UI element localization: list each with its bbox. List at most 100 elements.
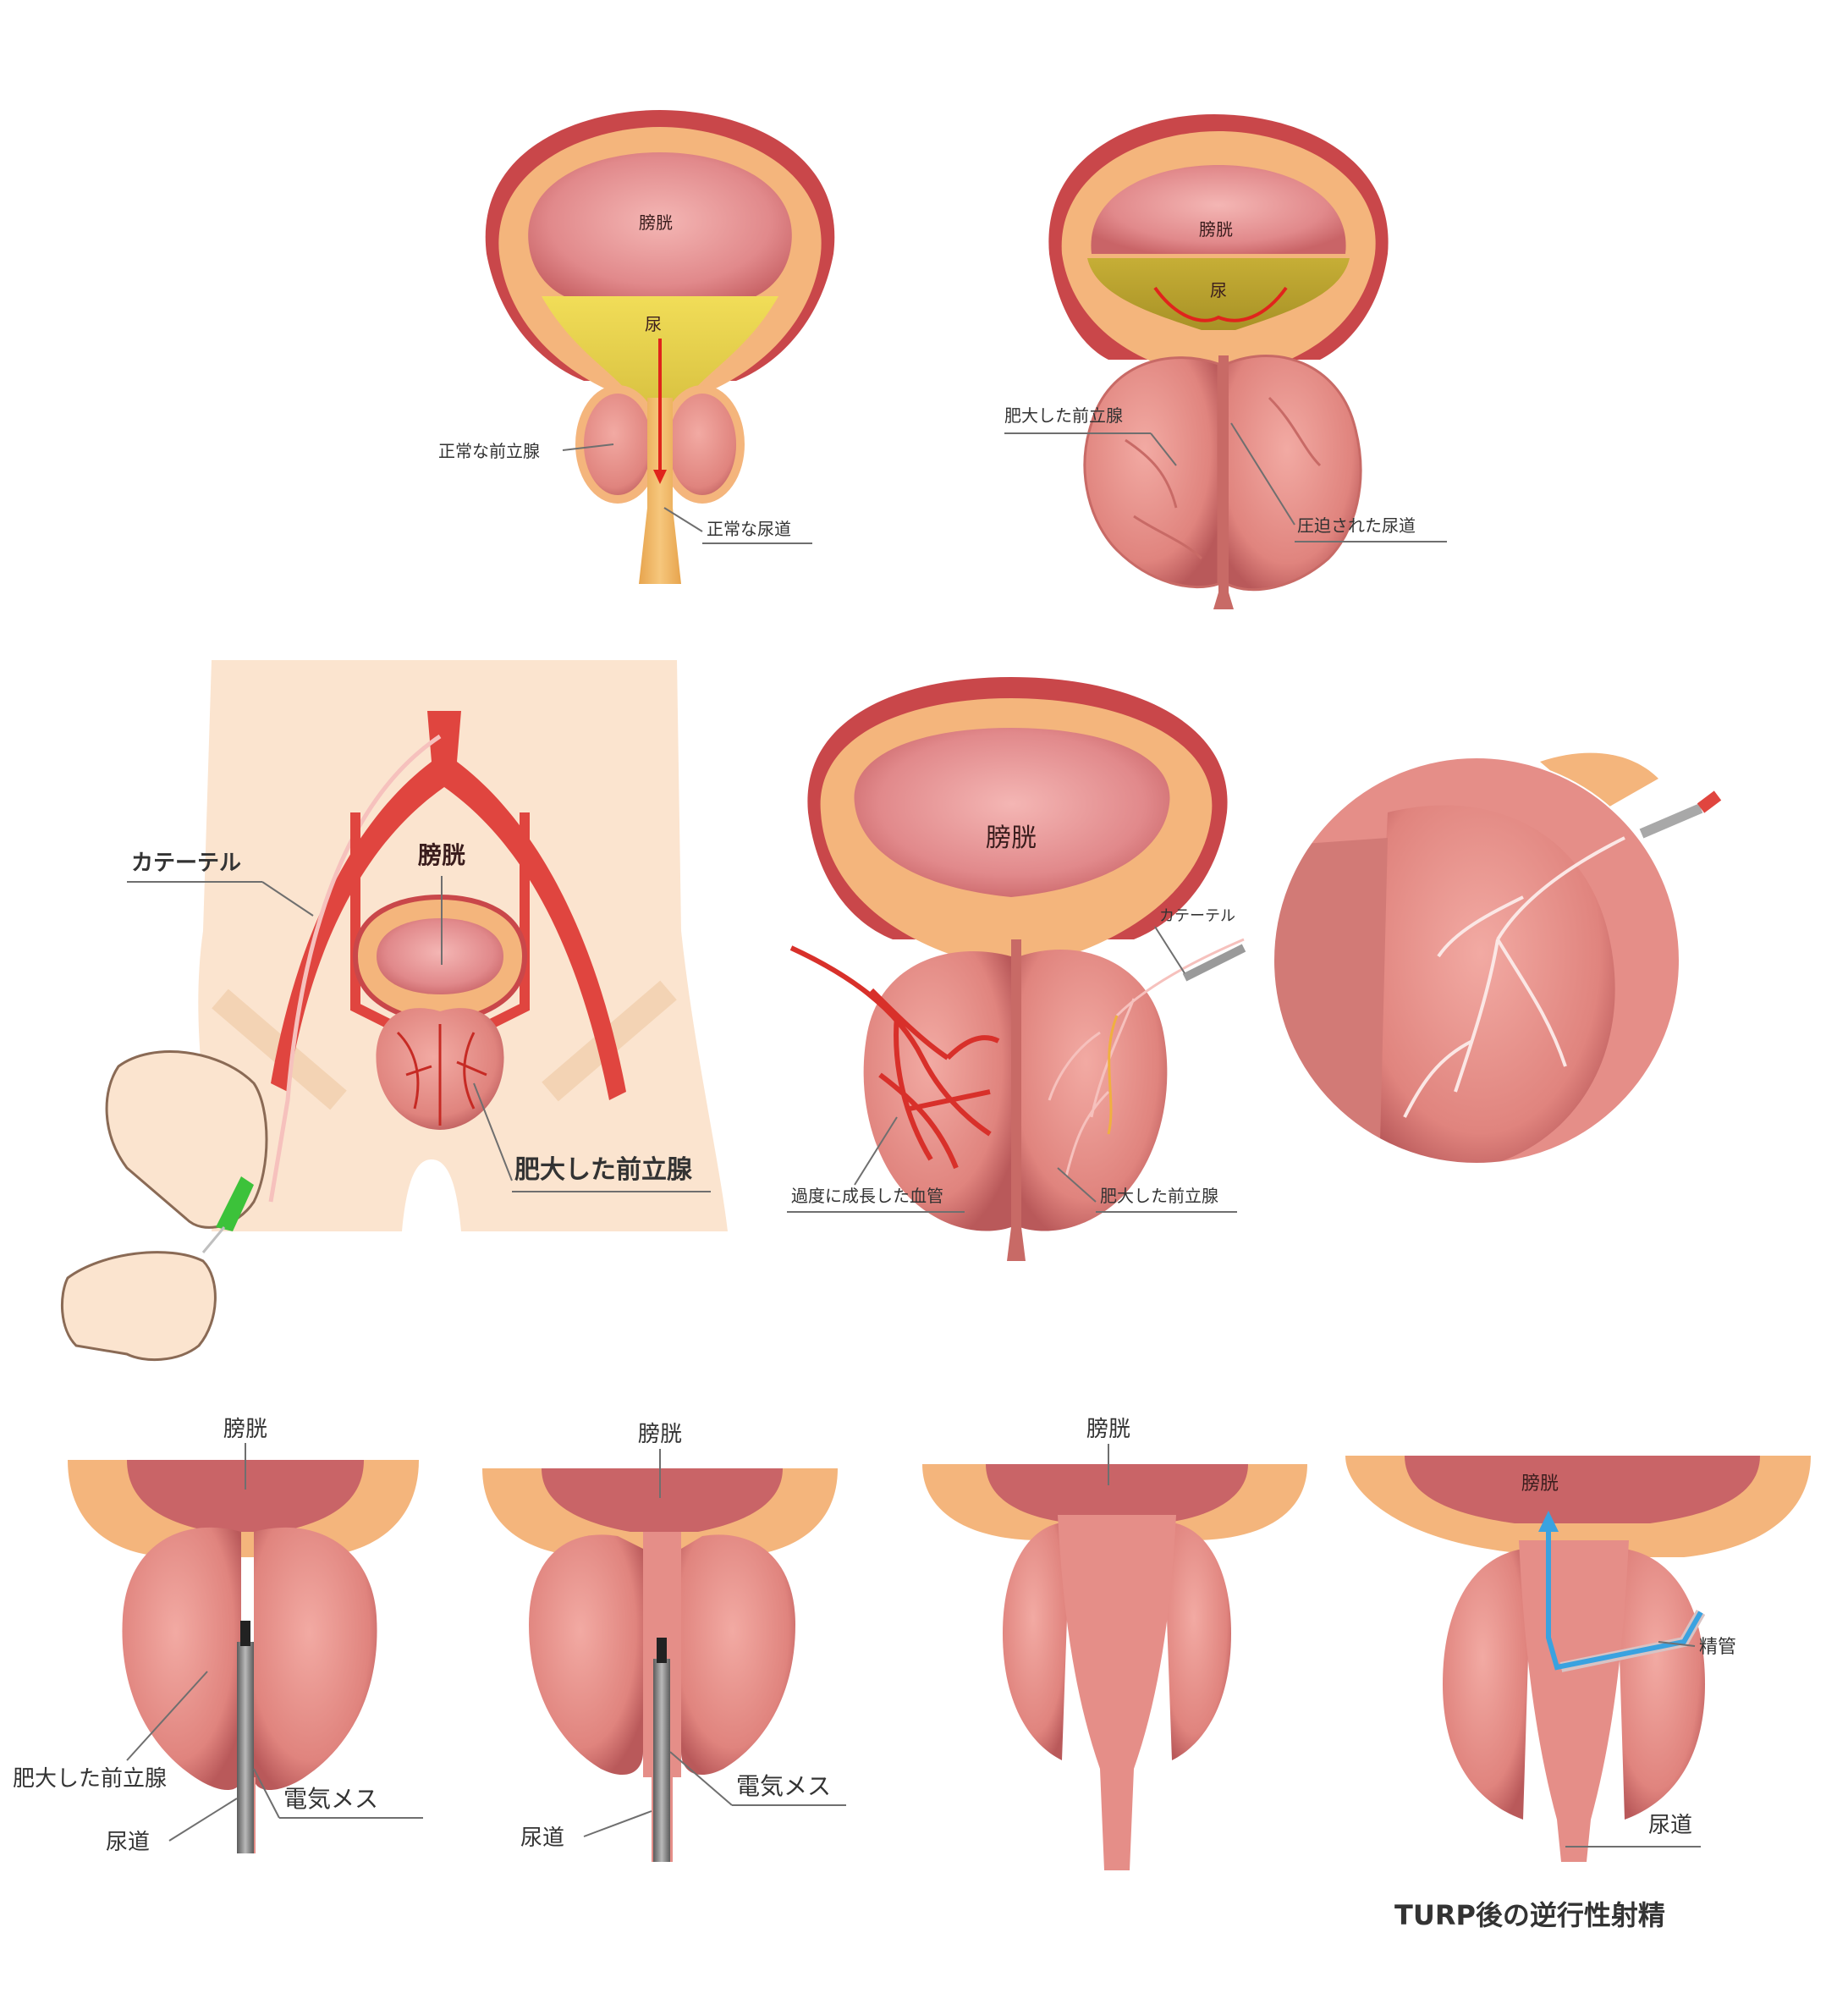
resected-prostate-right: [681, 1534, 795, 1776]
label-bladder: 膀胱: [639, 212, 673, 233]
label-compressed-urethra: 圧迫された尿道: [1297, 515, 1416, 536]
wire: [201, 1226, 226, 1253]
catheter-tube: [1639, 803, 1703, 839]
normal-prostate-left: [575, 385, 660, 504]
leader-enlarged-prostate: [473, 1082, 513, 1181]
prostate-capsule-right: [1163, 1523, 1231, 1760]
embolic-path: [1107, 1015, 1119, 1135]
bladder-lumen: [542, 1468, 783, 1532]
caption-retrograde-ejaculation: TURP後の逆行性射精: [1394, 1899, 1665, 1931]
label-normal-urethra: 正常な尿道: [707, 519, 791, 539]
label-enlarged-prostate: 肥大した前立腺: [1004, 405, 1123, 426]
bladder-lumen: [986, 1464, 1248, 1523]
flow-arrow-head: [653, 470, 667, 484]
bladder-lumen: [528, 152, 792, 305]
widened-channel: [1058, 1515, 1176, 1870]
label-electric-scalpel: 電気メス: [283, 1785, 378, 1813]
leader-electric-scalpel: [669, 1751, 733, 1806]
label-electric-scalpel: 電気メス: [736, 1772, 831, 1800]
leader-electric-scalpel: [253, 1768, 280, 1819]
retrograde-flow-arrow: [1546, 1523, 1703, 1671]
catheter-line: [268, 734, 442, 1203]
panel-turp-step1: 膀胱 肥大した前立腺 尿道 電気メス: [13, 1417, 423, 1855]
bladder-lumen: [1405, 1456, 1760, 1523]
hand-upper: [105, 1050, 268, 1229]
panel-turp-step2: 膀胱 尿道 電気メス: [482, 1422, 846, 1862]
femoral-artery-trunk: [271, 711, 626, 1100]
panel-retrograde-ejaculation: 膀胱 精管 尿道 TURP後の逆行性射精: [1345, 1456, 1811, 1931]
label-urine: 尿: [1210, 280, 1227, 300]
leader-overgrown-vessels: [854, 1116, 898, 1186]
catheter-tip: [1182, 944, 1246, 982]
electric-scalpel-scope: [237, 1642, 254, 1853]
leader-enlarged-prostate: [126, 1671, 208, 1761]
label-urine: 尿: [645, 314, 662, 334]
bladder-lumen: [1091, 165, 1346, 254]
enlarged-prostate-right: [1225, 355, 1362, 592]
prostate-capsule-left: [1443, 1549, 1532, 1820]
label-bladder: 膀胱: [1199, 219, 1233, 240]
label-bladder: 膀胱: [223, 1417, 267, 1442]
prostate-capsule-right: [1616, 1549, 1705, 1820]
urine-swirl-arrow: [1153, 286, 1288, 322]
label-bladder: 膀胱: [986, 823, 1037, 853]
label-normal-prostate: 正常な前立腺: [438, 441, 540, 461]
panel-catheter-body: カテーテル 膀胱 肥大した前立腺: [60, 660, 728, 1362]
label-bladder: 膀胱: [638, 1422, 682, 1447]
leader-urethra: [168, 1798, 238, 1842]
urine-pool-stagnant: [1087, 258, 1350, 330]
magnifier-tail: [1540, 752, 1658, 812]
leader-catheter-2: [261, 881, 314, 917]
leader-seminal-duct: [1658, 1641, 1696, 1647]
leader-compressed-urethra: [1230, 422, 1295, 526]
feeding-artery: [1697, 790, 1722, 813]
label-urethra: 尿道: [1648, 1813, 1692, 1838]
bladder-lumen: [127, 1460, 364, 1532]
label-enlarged-prostate: 肥大した前立腺: [514, 1155, 693, 1185]
leader-normal-urethra: [663, 507, 703, 532]
panel-after-turp: 膀胱: [922, 1417, 1307, 1870]
magnifier-rim: [1273, 757, 1680, 1165]
overgrown-vessels-left: [789, 945, 1000, 1170]
internal-artery-loop: [350, 812, 530, 1029]
prostate-fold: [1125, 396, 1322, 560]
enlarged-prostate-right: [1020, 950, 1168, 1231]
label-seminal-duct: 精管: [1699, 1637, 1736, 1658]
panel-normal-prostate: 膀胱 尿 正常な前立腺 正常な尿道: [438, 110, 835, 584]
normal-urethra: [639, 398, 681, 584]
label-urethra: 尿道: [106, 1830, 150, 1855]
electric-scalpel-tip: [240, 1621, 250, 1646]
panel-prostate-vessels: 膀胱 カテーテル 過度に成長した血管 肥大した前立腺: [787, 677, 1246, 1261]
resected-prostate-left: [529, 1534, 643, 1776]
leader-enlarged-prostate-2: [1150, 432, 1177, 466]
small-bladder-lumen: [377, 918, 503, 994]
enlarged-prostate-left: [1083, 356, 1220, 589]
label-bladder: 膀胱: [1521, 1473, 1559, 1495]
urethra: [1007, 939, 1026, 1261]
leader-enlarged-prostate: [1057, 1167, 1097, 1203]
hand-lower: [60, 1251, 217, 1362]
label-catheter: カテーテル: [131, 851, 241, 876]
magnified-vessels: [1403, 836, 1625, 1118]
label-enlarged-prostate: 肥大した前立腺: [1100, 1186, 1218, 1206]
prostate-vessels: [396, 1024, 487, 1126]
label-catheter: カテーテル: [1159, 907, 1235, 925]
leader-normal-prostate: [562, 443, 614, 451]
enlarged-prostate-left: [122, 1527, 241, 1790]
panel-magnified-view: [1273, 752, 1722, 1165]
electric-scalpel-tip: [657, 1638, 667, 1663]
retrograde-arrow-head: [1538, 1511, 1559, 1532]
leader-catheter: [1154, 926, 1185, 974]
bladder-lumen: [854, 728, 1170, 897]
panel-enlarged-prostate: 膀胱 尿 肥大した前立腺 圧迫された尿道: [1004, 114, 1447, 609]
label-bladder: 膀胱: [417, 841, 465, 869]
label-enlarged-prostate: 肥大した前立腺: [13, 1766, 167, 1792]
enlarged-prostate-right: [254, 1527, 377, 1790]
syringe: [216, 1176, 254, 1231]
prostate-capsule-left: [1003, 1523, 1070, 1760]
compressed-urethra: [1213, 355, 1234, 609]
label-urethra: 尿道: [520, 1826, 564, 1851]
leader-urethra: [583, 1810, 652, 1837]
widened-channel: [1519, 1540, 1629, 1862]
